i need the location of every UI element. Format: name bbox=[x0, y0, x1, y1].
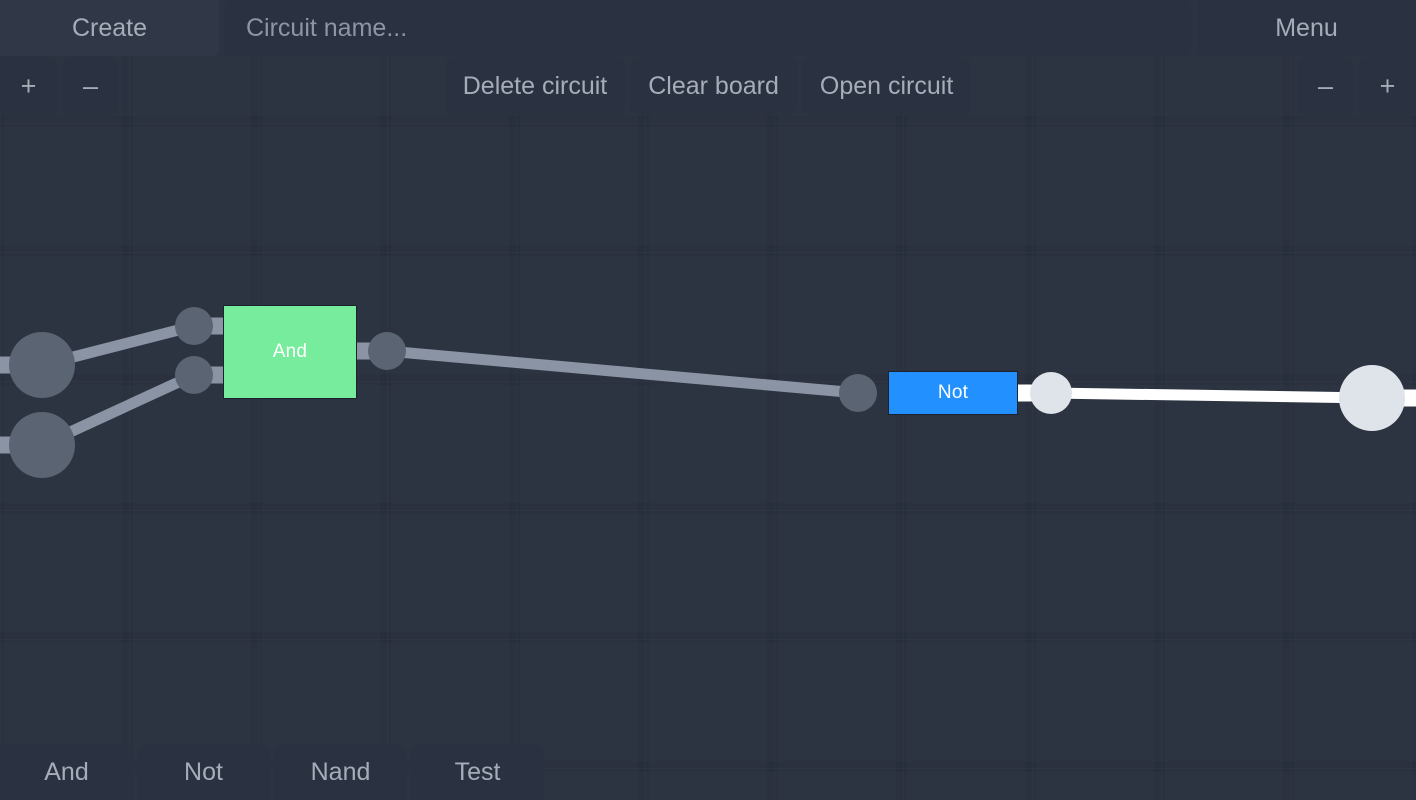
wire-w3[interactable] bbox=[386, 345, 859, 399]
open-circuit-button[interactable]: Open circuit bbox=[801, 57, 972, 115]
circuit-node-and1-out[interactable] bbox=[368, 332, 406, 370]
scale-up-button[interactable]: + bbox=[1359, 57, 1416, 115]
circuit-node-not1-in[interactable] bbox=[839, 374, 877, 412]
zoom-controls-right: – + bbox=[1297, 57, 1416, 115]
menu-button[interactable]: Menu bbox=[1197, 0, 1416, 56]
gate-label: And bbox=[272, 341, 308, 362]
zoom-in-button[interactable]: + bbox=[0, 57, 57, 115]
top-toolbar-secondary: + – Delete circuit Clear board Open circ… bbox=[0, 57, 1416, 115]
circuit-node-out-1[interactable] bbox=[1339, 365, 1405, 431]
top-toolbar-primary: Create Menu bbox=[0, 0, 1416, 56]
delete-circuit-button[interactable]: Delete circuit bbox=[444, 57, 626, 115]
zoom-out-button[interactable]: – bbox=[62, 57, 119, 115]
circuit-node-and1-in-a[interactable] bbox=[175, 307, 213, 345]
circuit-node-in-b[interactable] bbox=[9, 412, 75, 478]
circuit-name-input[interactable] bbox=[224, 0, 1192, 56]
palette-button-and[interactable]: And bbox=[0, 745, 133, 800]
wire-w4[interactable] bbox=[1050, 387, 1373, 404]
gate-and1[interactable]: And bbox=[223, 305, 357, 399]
circuit-node-not1-out[interactable] bbox=[1030, 372, 1072, 414]
gate-not1[interactable]: Not bbox=[888, 371, 1018, 415]
zoom-controls-left: + – bbox=[0, 57, 119, 115]
palette-button-not[interactable]: Not bbox=[137, 745, 270, 800]
board-actions: Delete circuit Clear board Open circuit bbox=[444, 57, 972, 115]
palette-button-nand[interactable]: Nand bbox=[274, 745, 407, 800]
create-button[interactable]: Create bbox=[0, 0, 219, 56]
clear-board-button[interactable]: Clear board bbox=[630, 57, 797, 115]
gate-label: Not bbox=[937, 382, 969, 403]
scale-down-button[interactable]: – bbox=[1297, 57, 1354, 115]
palette-button-test[interactable]: Test bbox=[411, 745, 544, 800]
circuit-node-and1-in-b[interactable] bbox=[175, 356, 213, 394]
circuit-node-in-a[interactable] bbox=[9, 332, 75, 398]
